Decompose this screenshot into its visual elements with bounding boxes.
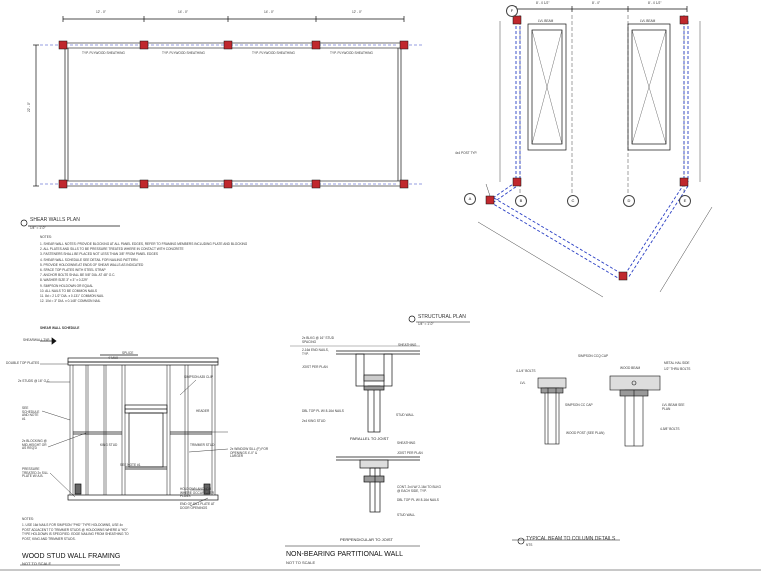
st-dim: 8' - 0" xyxy=(592,1,601,5)
shear-dim-2: 14' - 0" xyxy=(178,10,188,14)
legend-heading: SHEAR WALL SCHEDULE xyxy=(40,326,80,330)
wall-label-3: TYP. PLYWOOD SHEATHING xyxy=(252,51,295,55)
ws-label: SPLICE xyxy=(122,351,134,355)
structural-plan xyxy=(408,6,713,323)
notes-heading: NOTES: xyxy=(40,235,52,239)
shear-dim-3: 14' - 0" xyxy=(264,10,274,14)
shear-side-dim: 22' - 0" xyxy=(27,102,31,112)
wood-stud-framing xyxy=(20,354,229,566)
ws-label: 4' MAX xyxy=(108,356,119,360)
ws-notes-heading: NOTES: xyxy=(22,517,34,521)
st-label: 4x4 POST TYP. xyxy=(455,151,478,155)
note-item: 10. ALL NAILS TO BE COMMON NAILS xyxy=(40,288,97,293)
grid-bubble: C xyxy=(567,195,579,207)
ws-label: KING STUD xyxy=(100,443,118,447)
note-item: 2. ALL PLATES AND SILLS TO BE PRESSURE T… xyxy=(40,247,184,252)
st-label: LVL BEAM xyxy=(538,19,554,23)
grid-bubble: B xyxy=(515,195,527,207)
notes-list: 1. SHEAR WALL NOTES: PROVIDE BLOCKING AT… xyxy=(40,242,300,304)
bd-label: WOOD BEAM xyxy=(620,366,641,370)
ws-label: HOLDOWN ANCHOR WHERE OCCURS PER PLANS xyxy=(180,487,215,499)
shear-dim-1: 12' - 0" xyxy=(96,10,106,14)
pa-label: DBL TOP PL W/ 8-16d NAILS xyxy=(302,409,344,413)
shear-walls-scale: 1/4" = 1'-0" xyxy=(30,226,46,230)
pb-label: SHEATHING xyxy=(397,441,416,445)
beam-detail-title: TYPICAL BEAM TO COLUMN DETAILS xyxy=(526,536,616,542)
bd-label: 4-1/4" BOLTS xyxy=(516,369,536,373)
wood-stud-title: WOOD STUD WALL FRAMING xyxy=(22,553,121,560)
ws-label: 2x STUDS @ 16" O.C. xyxy=(18,379,51,383)
shear-walls-plan xyxy=(20,16,424,227)
note-item: 12. 10d = 3" DIA. x 0.148" COMMON NAIL xyxy=(40,299,101,304)
legend-item: SHEARWALL TYP. xyxy=(23,338,50,342)
pb-label: CONT. 2x4 W/ 2-16d TO BLKG @ EACH SIDE, … xyxy=(397,485,441,493)
note-item: 8. WASHER SIZE 3" x 3" x 0.229" xyxy=(40,278,88,283)
bd-label: SIMPSON CCQ CAP xyxy=(578,354,609,358)
ws-label: SIMPSON A35 CLIP xyxy=(184,375,214,379)
st-label: LVL BEAM xyxy=(640,19,656,23)
wall-label-1: TYP. PLYWOOD SHEATHING xyxy=(82,51,125,55)
pa-label: STUD WALL xyxy=(396,413,415,417)
note-item: 9. SIMPSON HOLDOWN OR EQUAL xyxy=(40,283,94,288)
notes-legend xyxy=(40,337,57,345)
bd-label: WOOD POST (SEE PLAN) xyxy=(566,431,605,435)
pa-label: 2x4 KING STUD xyxy=(302,419,326,423)
note-item: 3. FASTENERS SHALL BE PLACED NOT LESS TH… xyxy=(40,252,158,257)
structural-scale: 1/4" = 1'-0" xyxy=(418,322,434,326)
st-dim: 8' - 0 1/2" xyxy=(648,1,662,5)
pb-label: STUD WALL xyxy=(397,513,416,517)
grid-bubble: F xyxy=(506,5,518,17)
pa-label: SHEATHING xyxy=(398,343,417,347)
st-dim: 8' - 0 1/2" xyxy=(536,1,550,5)
grid-bubble: E xyxy=(679,195,691,207)
note-item: 5. PROVIDE HOLDOWNS AT ENDS OF SHEAR WAL… xyxy=(40,262,144,267)
ws-label: SEE SCHEDULE AND NOTE #1 xyxy=(22,406,40,421)
partition-title: NON-BEARING PARTITIONAL WALL xyxy=(286,551,404,558)
pa-label: 2-16d END NAILS, TYP. xyxy=(302,348,329,356)
grid-bubble: D xyxy=(623,195,635,207)
wall-label-4: TYP. PLYWOOD SHEATHING xyxy=(330,51,373,55)
bd-label: LVL xyxy=(520,381,526,385)
bd-label: METAL HAL SIDE xyxy=(664,361,690,365)
note-item: 6. SPACE TOP PLATES WITH STEEL STRAP xyxy=(40,268,106,273)
bd-label: LVL BEAM SEE PLAN xyxy=(662,403,685,411)
ws-label: END OF SILL PLATE AT DOOR OPENINGS xyxy=(180,502,215,510)
partition-perpendicular xyxy=(285,456,420,547)
ws-label: 2x WINDOW SILL (F) FOR OPENINGS 4'-0" & … xyxy=(230,447,269,459)
ws-label: HEADER xyxy=(196,409,210,413)
ws-label: TRIMMER STUD xyxy=(190,443,215,447)
structural-title: STRUCTURAL PLAN xyxy=(418,314,466,320)
bd-label: 1/2" THRU BOLTS xyxy=(664,367,691,371)
ws-notes: 1. USE 16d NAILS FOR SIMPSON "PHD" TYPE … xyxy=(22,523,129,541)
pa-label: 2x BLKG @ 16" STUD SPACING xyxy=(302,336,335,344)
note-item: 4. SHEAR WALL SCHEDULE SEE DETAIL FOR NA… xyxy=(40,257,138,262)
note-item: 7. ANCHOR BOLTS SHALL BE 5/8" DIA. AT 48… xyxy=(40,273,116,278)
bd-label: SIMPSON CC CAP xyxy=(565,403,593,407)
beam-detail-subtitle: NTS xyxy=(526,543,533,547)
shear-dim-4: 12' - 0" xyxy=(352,10,362,14)
note-item: 1. SHEAR WALL NOTES: PROVIDE BLOCKING AT… xyxy=(40,242,248,246)
wood-stud-subtitle: NOT TO SCALE xyxy=(22,561,52,566)
beam-column-detail xyxy=(512,375,661,545)
perp-label: PERPENDICULAR TO JOIST xyxy=(340,537,393,542)
ws-label: SEE NOTE #1 xyxy=(120,463,141,467)
note-item: 11. 8d = 2 1/2" DIA. x 0.131" COMMON NAI… xyxy=(40,294,104,299)
wall-label-2: TYP. PLYWOOD SHEATHING xyxy=(162,51,205,55)
parallel-label: PARALLEL TO JOIST xyxy=(350,436,389,441)
ws-label: 2x BLOCKING @ MID-HEIGHT OR AS REQ'D xyxy=(22,439,47,451)
ws-label: PRESSURE TREATED 2x SILL PLATE W/ A.B. xyxy=(22,467,49,479)
partition-subtitle: NOT TO SCALE xyxy=(286,560,316,565)
pb-label: DBL TOP PL W/ 8-16d NAILS xyxy=(397,498,439,502)
pa-label: JOIST PER PLAN xyxy=(302,365,328,369)
grid-bubble: A xyxy=(464,193,476,205)
pb-label: JOIST PER PLAN xyxy=(397,451,423,455)
ws-label: DOUBLE TOP PLATES xyxy=(6,361,40,365)
shear-walls-title: SHEAR WALLS PLAN xyxy=(30,217,80,223)
partition-parallel xyxy=(290,345,420,433)
bd-label: 4-5/8" BOLTS xyxy=(660,427,680,431)
